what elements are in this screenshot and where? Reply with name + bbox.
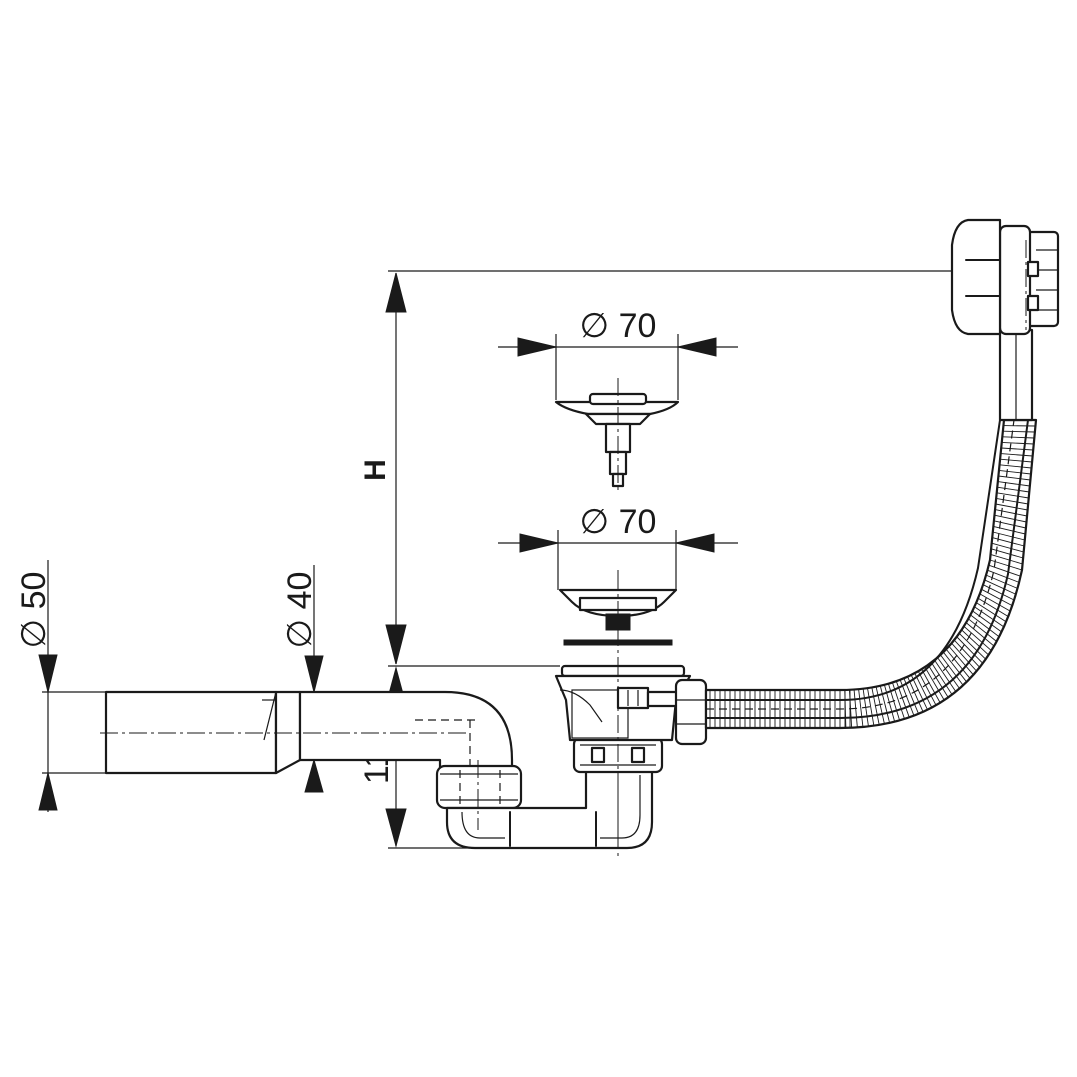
elbow-nut [435,764,523,810]
height-dimension: H [359,270,960,667]
cap-diameter-label: ∅ 70 [580,307,657,345]
hose-rib [937,657,960,689]
hose-rib [871,687,880,725]
hose-rib [968,618,997,642]
outlet-pipe [100,690,514,780]
hose-rib [875,686,885,725]
hose-rib [867,688,875,726]
hose-rib [999,464,1032,469]
hose-rib [888,683,901,721]
hose-rib [858,689,864,728]
hose-rib [995,503,1028,511]
hose-rib [972,610,1002,633]
hose-rib [951,642,977,672]
hose-rib [994,509,1028,517]
hose-rib [993,525,1026,535]
hose-rib [998,475,1031,481]
hose-rib [914,672,933,708]
hose-rib [996,492,1029,499]
hose-rib [993,520,1027,529]
hose-rib [924,666,945,701]
hose-rib [970,614,1000,638]
hose-rib [998,469,1032,475]
hose-rib [895,681,910,718]
plug-diameter-dimension: ∅ 70 [498,503,738,590]
flexible-hose [704,418,1038,730]
plug [558,572,678,634]
hose-rib [917,671,937,706]
hose-rib [992,531,1025,541]
hose-rib [849,689,853,728]
hose-rib [927,664,949,698]
hose-rib [992,537,1025,547]
hose-rib [910,674,928,710]
hose-rib [996,497,1029,505]
hose-rib [1001,447,1034,451]
hose-rib [1002,436,1035,439]
hose-rib [961,629,989,656]
hose-rib [844,689,847,728]
hose-rib [956,636,984,664]
plug-cap [554,378,680,492]
hose-rib [991,542,1024,553]
hose-rib [981,588,1013,607]
hose-rib [965,622,995,647]
hose-rib [997,486,1030,493]
hose-rib [974,606,1005,628]
gasket [563,639,673,646]
hose-rib [853,689,858,728]
hose-rib [977,597,1009,617]
hose-rib [982,584,1015,601]
hose-rib [879,685,891,723]
cap-diameter-dimension: ∅ 70 [498,307,738,400]
outer-diameter-label: ∅ 50 [15,572,53,649]
hose-connector [616,678,708,746]
hose-rib [979,593,1011,612]
hose-rib [990,553,1023,565]
hose-rib [891,682,905,720]
outer-diameter-dimension: ∅ 50 [15,560,106,812]
hose-rib [883,684,896,722]
hose-rib [943,651,967,683]
hose-rib [945,648,971,679]
hose-rib [990,548,1024,559]
hose-rib [963,625,992,651]
hose-rib [948,645,974,676]
hose-rib [1000,458,1033,463]
hose-rib [958,633,987,660]
hose-rib [994,514,1027,523]
hose-rib [921,668,941,703]
hose-rib [907,676,924,713]
hose-rib [899,679,915,716]
inner-diameter-dimension: ∅ 40 [272,565,324,793]
hose-rib [987,569,1020,583]
hose-rib [953,639,981,668]
hose-rib [1001,441,1034,445]
hose-rib [930,662,953,695]
hose-rib [903,678,919,714]
plug-diameter-label: ∅ 70 [580,503,657,541]
hose-rib [984,579,1017,595]
hose-rib [985,574,1018,589]
height-label: H [359,459,392,481]
hose-rib [1000,453,1033,457]
hose-rib [976,602,1007,623]
hose-rib [1002,430,1035,433]
overflow-head [950,218,1060,422]
hose-rib [934,659,957,692]
hose-rib [862,688,869,727]
u-bend [445,760,654,850]
inner-diameter-label: ∅ 40 [281,572,319,649]
hose-rib [940,654,964,686]
hose-rib [989,559,1023,571]
hose-rib [997,481,1030,487]
hose-rib [988,564,1021,577]
